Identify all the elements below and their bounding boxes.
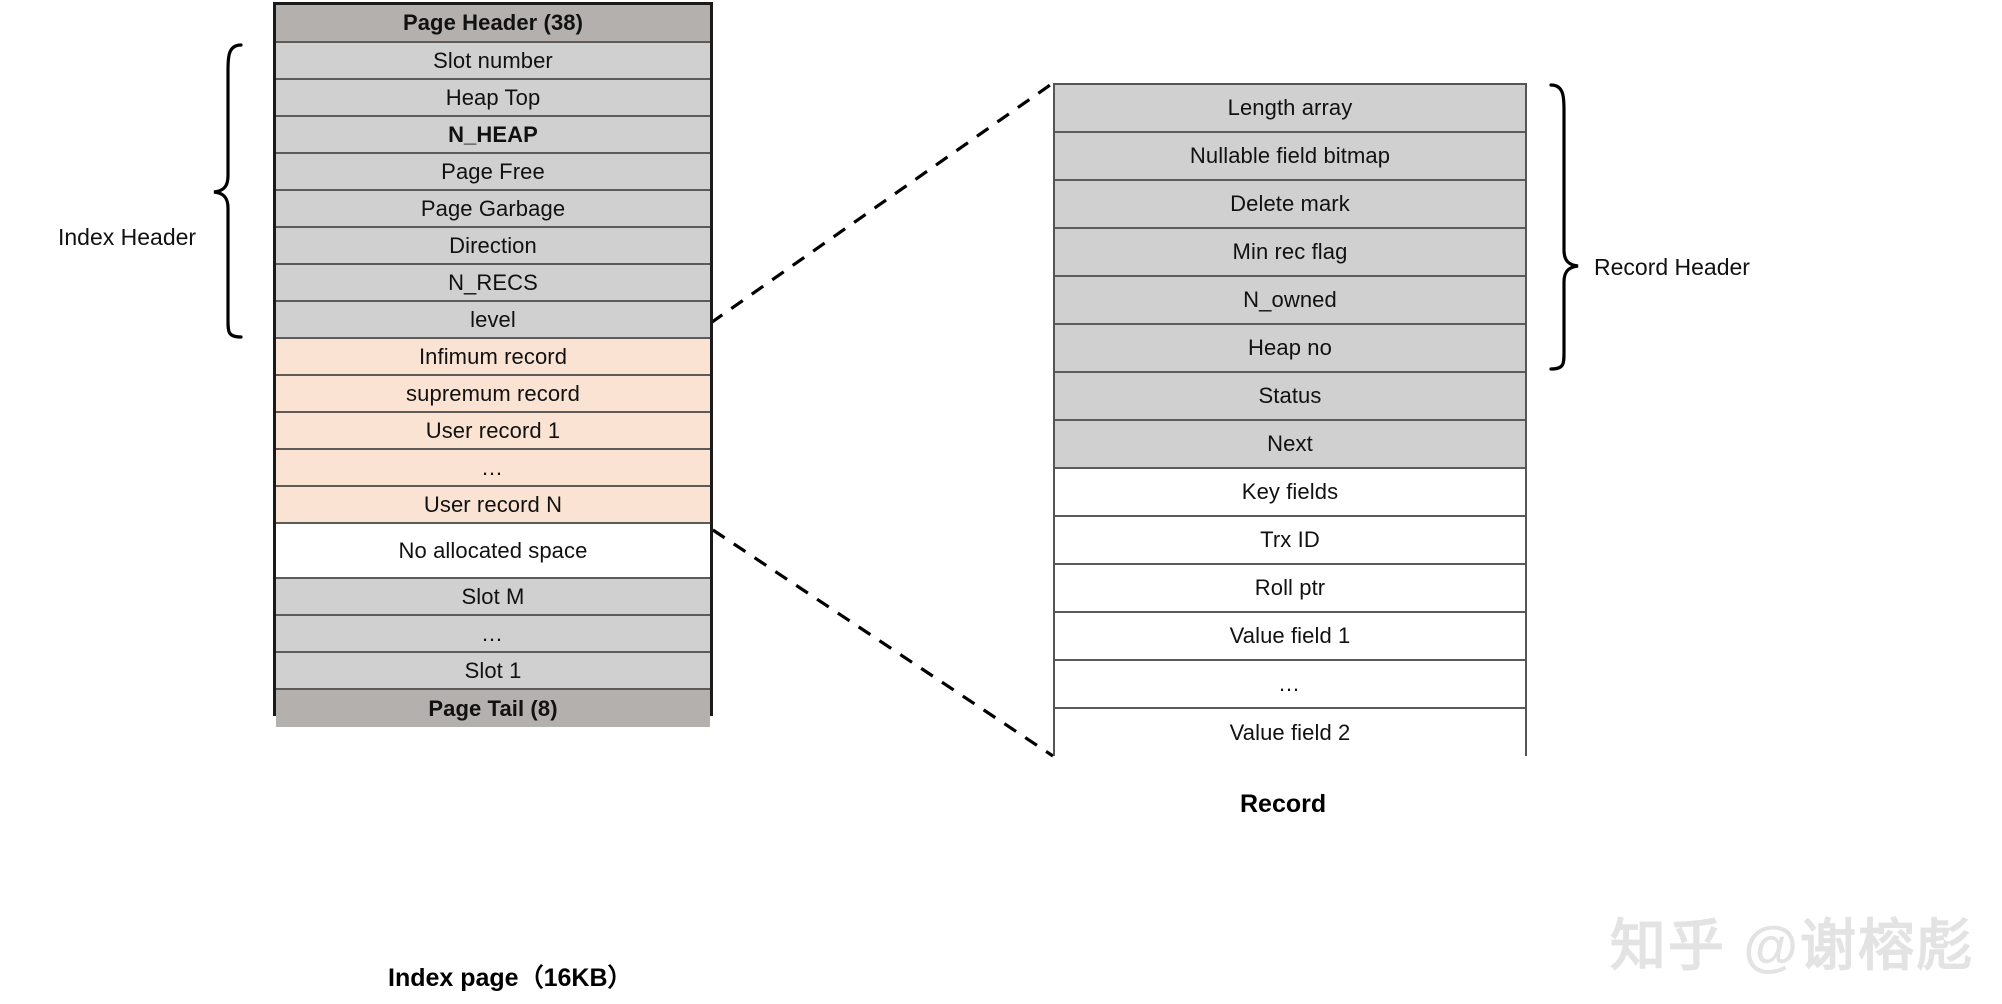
record-row-value-field-ellipsis: …	[1055, 661, 1525, 709]
index-page-table: Page Header (38) Slot number Heap Top N_…	[273, 2, 713, 727]
index-row-slot-number: Slot number	[276, 43, 710, 80]
record-row-key-fields: Key fields	[1055, 469, 1525, 517]
index-row-user-record-1: User record 1	[276, 413, 710, 450]
record-row-heap-no: Heap no	[1055, 325, 1525, 373]
index-row-infimum-record: Infimum record	[276, 339, 710, 376]
index-row-heap-top: Heap Top	[276, 80, 710, 117]
record-row-length-array: Length array	[1055, 85, 1525, 133]
index-row-n-heap: N_HEAP	[276, 117, 710, 154]
index-row-n-recs: N_RECS	[276, 265, 710, 302]
index-row-page-free: Page Free	[276, 154, 710, 191]
index-row-slot-1: Slot 1	[276, 653, 710, 690]
index-page-caption: Index page（16KB）	[388, 964, 633, 992]
record-row-roll-ptr: Roll ptr	[1055, 565, 1525, 613]
record-table: Length array Nullable field bitmap Delet…	[1053, 83, 1527, 757]
record-header-brace	[1549, 83, 1579, 371]
record-row-delete-mark: Delete mark	[1055, 181, 1525, 229]
record-row-value-field-1: Value field 1	[1055, 613, 1525, 661]
record-row-min-rec-flag: Min rec flag	[1055, 229, 1525, 277]
index-row-no-allocated-space: No allocated space	[276, 524, 710, 579]
record-row-n-owned: N_owned	[1055, 277, 1525, 325]
watermark-zhihu: 知乎 @谢榕彪	[1609, 914, 1974, 977]
record-row-value-field-2: Value field 2	[1055, 709, 1525, 757]
index-row-page-header: Page Header (38)	[276, 5, 710, 43]
record-caption: Record	[1240, 790, 1327, 818]
index-row-direction: Direction	[276, 228, 710, 265]
record-header-label: Record Header	[1594, 254, 1750, 280]
index-header-brace	[213, 43, 243, 339]
index-row-page-tail: Page Tail (8)	[276, 690, 710, 727]
index-row-supremum-record: supremum record	[276, 376, 710, 413]
index-row-user-record-n: User record N	[276, 487, 710, 524]
index-row-slot-ellipsis: …	[276, 616, 710, 653]
index-row-page-garbage: Page Garbage	[276, 191, 710, 228]
index-row-slot-m: Slot M	[276, 579, 710, 616]
record-row-status: Status	[1055, 373, 1525, 421]
index-header-label: Index Header	[58, 224, 197, 250]
record-row-next: Next	[1055, 421, 1525, 469]
record-row-nullable-field-bitmap: Nullable field bitmap	[1055, 133, 1525, 181]
index-row-level: level	[276, 302, 710, 339]
index-row-user-record-ellipsis: …	[276, 450, 710, 487]
record-row-trx-id: Trx ID	[1055, 517, 1525, 565]
